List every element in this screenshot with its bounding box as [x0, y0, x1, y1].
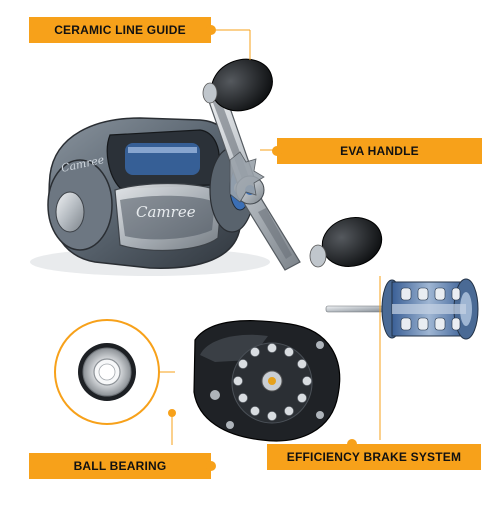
spare-spool [325, 278, 479, 340]
callout-dot [347, 439, 357, 449]
callout-label: EFFICIENCY BRAKE SYSTEM [286, 450, 462, 464]
callout-label: BALL BEARING [73, 459, 167, 473]
callout-dot [206, 25, 216, 35]
callout-label: CERAMIC LINE GUIDE [54, 23, 186, 37]
callout-dot [206, 461, 216, 471]
ball-bearing-illustration [54, 319, 160, 425]
callout-ceramic-line-guide: CERAMIC LINE GUIDE [29, 17, 216, 43]
reel-handle [202, 58, 383, 271]
callout-efficiency-brake-system: EFFICIENCY BRAKE SYSTEM [267, 439, 481, 470]
eva-knob-bottom [321, 217, 383, 267]
reel-brand-logo: Camree [136, 203, 196, 221]
brake-system-plate [193, 320, 341, 442]
callout-label: EVA HANDLE [340, 144, 419, 158]
callout-ball-bearing: BALL BEARING [29, 453, 216, 479]
callout-dot [272, 146, 282, 156]
callout-eva-handle: EVA HANDLE [272, 138, 482, 164]
